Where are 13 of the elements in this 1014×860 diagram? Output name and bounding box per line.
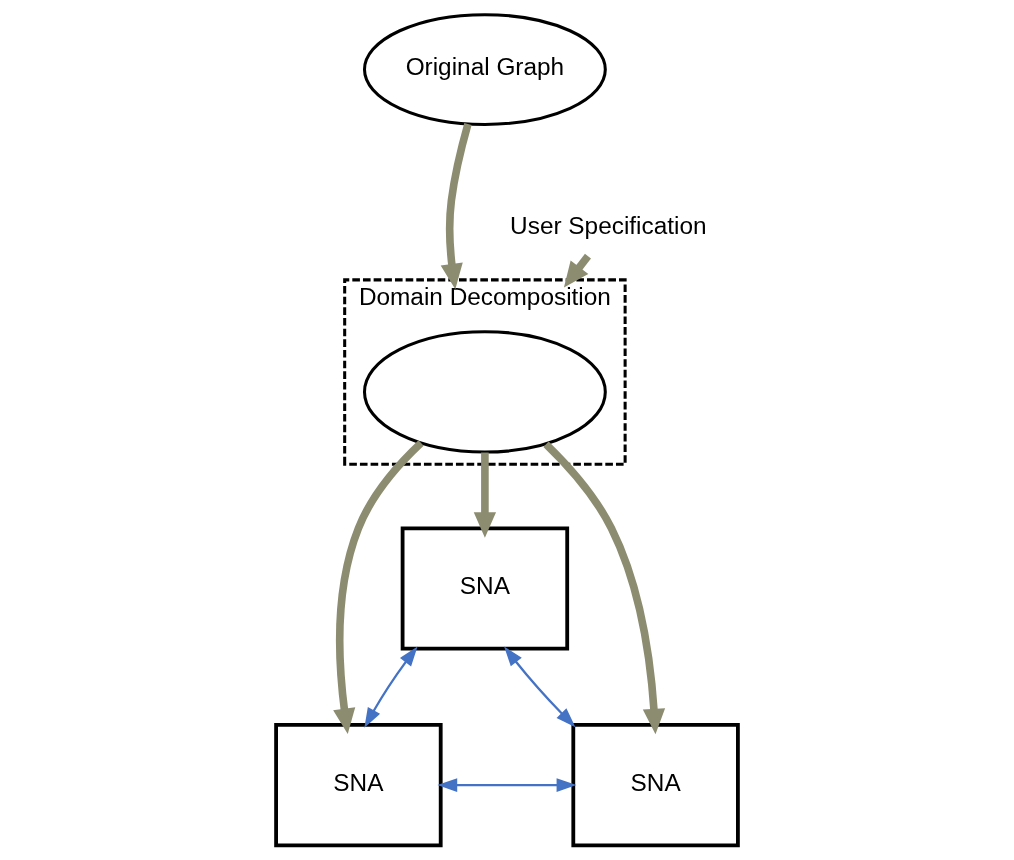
node-box: SNA	[571, 723, 740, 848]
arrow	[504, 646, 576, 728]
arrow	[364, 646, 418, 728]
node-box: SNA	[400, 526, 570, 651]
node-ellipse: Original Graph	[362, 13, 607, 126]
node-text: User Specification	[510, 211, 707, 239]
arrow	[333, 440, 424, 734]
arrow	[440, 123, 472, 290]
node-box: SNA	[274, 723, 443, 848]
node-ellipse	[362, 330, 607, 454]
cluster: Domain Decomposition	[343, 278, 627, 466]
arrow	[437, 778, 577, 793]
arrow	[543, 441, 666, 735]
